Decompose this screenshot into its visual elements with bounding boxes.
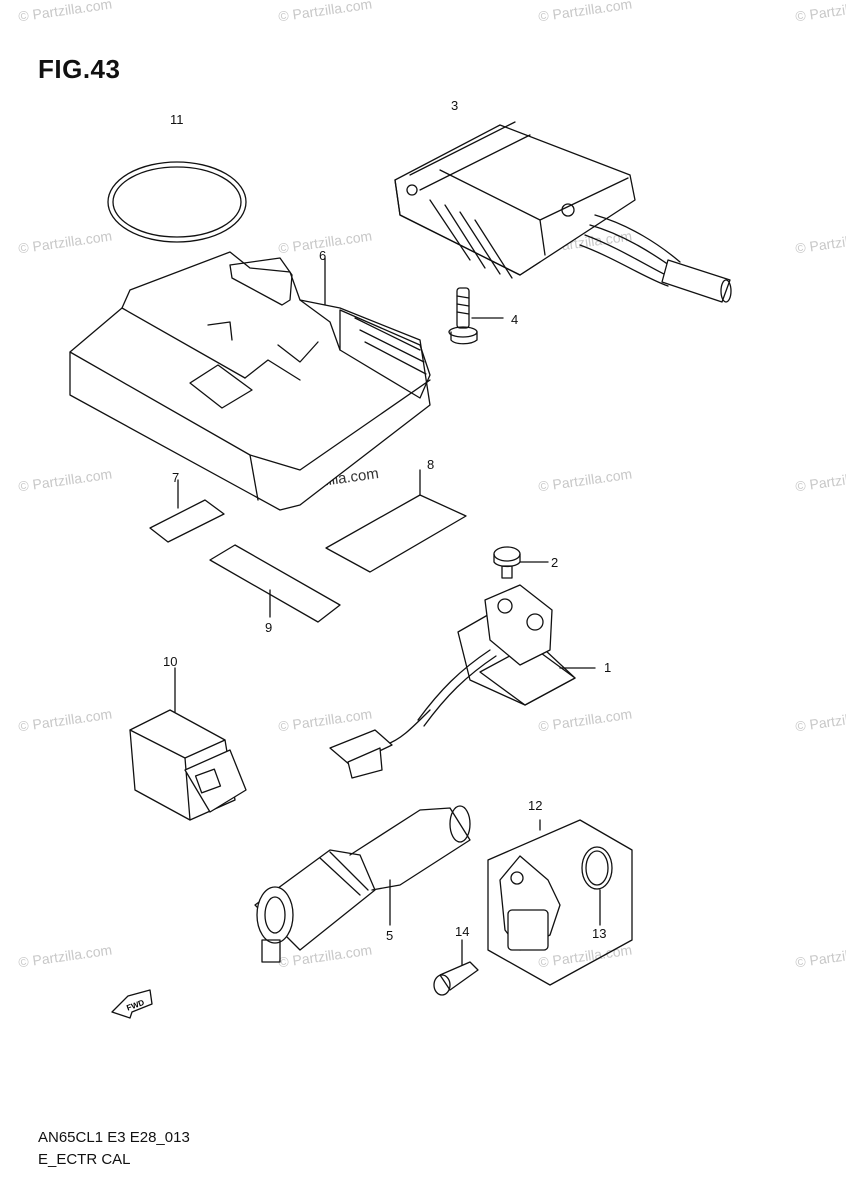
speed-sensor-part[interactable] [254,805,471,963]
callout-1: 1 [604,660,612,675]
callout-10: 10 [163,654,178,669]
bolt-small-part[interactable] [433,939,479,996]
connector-block-part[interactable] [129,667,247,821]
screw-cap-part[interactable] [493,546,549,579]
o-ring-part[interactable] [107,161,247,243]
footer-section: E_ECTR CAL [38,1151,131,1168]
callout-12: 12 [528,798,543,813]
callout-4: 4 [511,312,519,327]
pad-large-part[interactable] [325,469,467,573]
figure-title: FIG.43 [38,54,121,84]
pad-long-part[interactable] [209,544,341,623]
callout-2: 2 [551,555,559,570]
callout-5: 5 [386,928,394,943]
callout-7: 7 [172,470,180,485]
callout-8: 8 [427,457,435,472]
callout-11: 11 [170,112,184,127]
pad-small-part[interactable] [149,479,225,543]
fwd-arrow-icon [111,989,153,1019]
bolt-part[interactable] [448,287,504,345]
ecm-part[interactable] [69,251,431,511]
callout-13: 13 [592,926,607,941]
callout-3: 3 [451,98,459,113]
footer-code: AN65CL1 E3 E28_013 [38,1129,190,1146]
sensor-box-part[interactable] [487,819,633,986]
callout-9: 9 [265,620,273,635]
regulator-rectifier-part[interactable] [394,121,732,303]
callout-14: 14 [455,924,470,939]
callout-6: 6 [319,248,327,263]
starter-relay-part[interactable] [329,584,596,779]
